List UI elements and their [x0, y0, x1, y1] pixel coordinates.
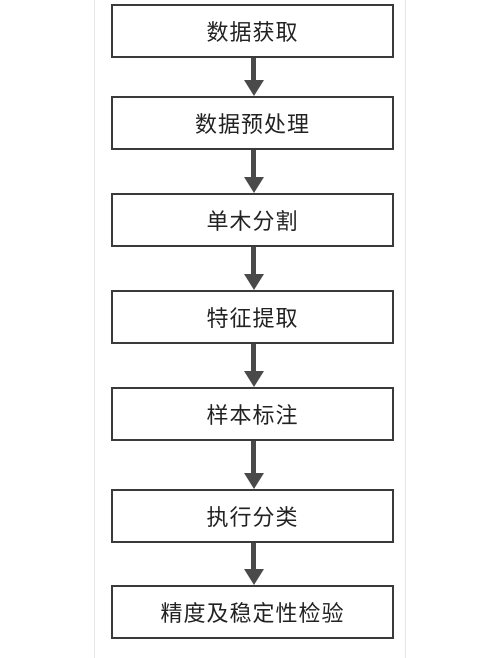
frame-left-border [94, 0, 95, 658]
step-classification: 执行分类 [111, 489, 394, 543]
step-data-preprocessing: 数据预处理 [111, 96, 394, 150]
flow-arrow-down-icon [244, 543, 264, 585]
step-single-tree-segmentation: 单木分割 [111, 193, 394, 247]
flow-arrow-down-icon [244, 247, 264, 290]
flow-arrow-down-icon [244, 344, 264, 387]
step-label: 特征提取 [206, 307, 299, 332]
step-label: 数据预处理 [194, 113, 310, 138]
flow-arrow-down-icon [244, 441, 264, 489]
frame-right-border [405, 0, 406, 658]
step-label: 单木分割 [206, 210, 299, 235]
step-data-acquisition: 数据获取 [111, 4, 394, 58]
step-sample-labeling: 样本标注 [111, 387, 394, 441]
step-feature-extraction: 特征提取 [111, 290, 394, 344]
flow-arrow-down-icon [244, 150, 264, 193]
flow-arrow-down-icon [244, 58, 264, 96]
step-label: 数据获取 [206, 21, 299, 46]
step-label: 执行分类 [206, 506, 299, 531]
step-label: 精度及稳定性检验 [160, 602, 345, 627]
step-label: 样本标注 [206, 404, 299, 429]
step-accuracy-stability-test: 精度及稳定性检验 [111, 585, 394, 639]
